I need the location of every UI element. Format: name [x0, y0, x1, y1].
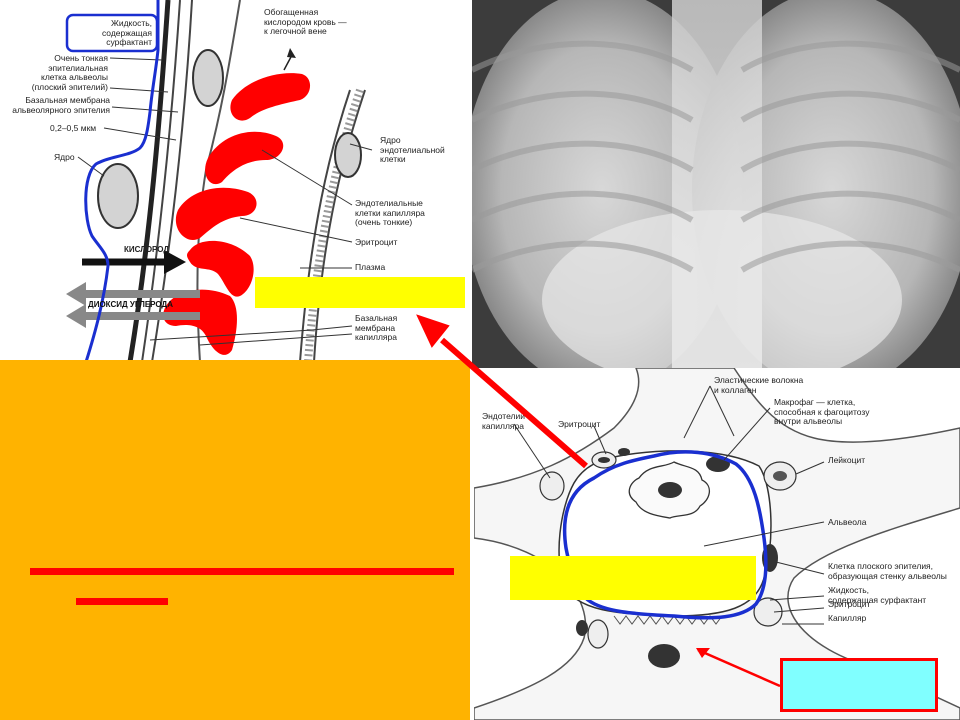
label-macrophage: Макрофаг — клетка, способная к фагоцитоз…: [774, 397, 870, 426]
label-leukocyte: Лейкоцит: [828, 455, 866, 465]
label-basal-membrane-epithelium: Базальная мембрана альвеолярного эпители…: [12, 95, 110, 115]
microvilli: [613, 615, 723, 625]
yellow-answer-box-top[interactable]: [255, 277, 465, 308]
capillary-wall-drawing: [65, 0, 373, 362]
label-basal-membrane-capillary: Базальная мембрана капилляра: [355, 313, 398, 342]
label-erythrocyte-bottom: Эритроцит: [828, 599, 871, 609]
erythrocyte-shape: [205, 131, 284, 185]
red-underline-long: [30, 568, 454, 575]
small-cell: [587, 619, 609, 649]
oxygen-arrow-head: [164, 250, 186, 274]
nucleus-ellipse: [97, 163, 139, 229]
label-plasma: Плазма: [355, 262, 386, 272]
label-nucleus: Ядро: [54, 152, 75, 162]
chest-xray-image: [472, 0, 960, 368]
erythrocyte-core: [598, 457, 610, 463]
label-oxygen: КИСЛОРОД: [124, 245, 170, 254]
nucleus-ellipse: [192, 49, 224, 107]
label-alveola: Альвеола: [828, 517, 867, 527]
endothelium-curve: [299, 89, 351, 362]
label-thickness: 0,2–0,5 мкм: [50, 123, 97, 133]
label-surfactant-fluid: Жидкость, содержащая сурфактант: [828, 585, 927, 605]
orange-text-panel: [0, 360, 470, 720]
co2-arrow-head: [66, 282, 86, 306]
label-thin-epithelial: Очень тонкая эпителиальная клетка альвео…: [31, 53, 108, 92]
label-erythrocyte: Эритроцит: [355, 237, 398, 247]
leader-lines: [513, 385, 825, 625]
leukocyte-nucleus: [773, 471, 787, 481]
leader-lines: [77, 57, 373, 346]
alveolus-drawing: [474, 368, 960, 720]
label-endothelium: Эндотелий капилляра: [482, 411, 526, 431]
label-erythrocyte-top: Эритроцит: [558, 419, 601, 429]
yellow-answer-box-bottom[interactable]: [510, 556, 756, 600]
alveolar-capillary-diagram: Жидкость, содержащая сурфактант Очень то…: [0, 0, 472, 362]
label-carbon-dioxide: ДИОКСИД УГЛЕРОДА: [88, 300, 173, 309]
label-elastic-fibers: Эластические волокна и коллаген: [714, 375, 804, 395]
red-pointer-head: [696, 648, 710, 658]
label-fluid: Жидкость, содержащая сурфактант: [101, 18, 152, 47]
blue-alveolus-outline: [562, 450, 768, 620]
fluid-label-box: [65, 13, 159, 53]
rib-lines: [472, 40, 960, 273]
erythrocyte-shape: [163, 289, 237, 355]
erythrocyte-shape: [175, 187, 257, 240]
small-cell-nucleus: [576, 620, 588, 636]
erythrocyte-shape: [230, 73, 311, 121]
endothelial-nucleus: [618, 448, 630, 456]
cyan-answer-box[interactable]: [780, 658, 938, 712]
blue-annotation-line: [84, 0, 160, 362]
plasma-hatching: [304, 88, 364, 362]
endothelial-nucleus-ellipse: [334, 132, 362, 178]
erythrocyte-cell: [539, 471, 565, 501]
label-endothelial-cells: Эндотелиальные клетки капилляра (очень т…: [355, 198, 425, 227]
red-pointer-line: [697, 648, 781, 688]
capillary-nucleus: [648, 644, 680, 668]
flow-arrow-line: [283, 54, 293, 71]
endothelium-curve: [313, 89, 366, 362]
flow-arrow-head: [287, 48, 296, 58]
label-capillary: Капилляр: [828, 613, 867, 623]
macrophage-nucleus: [658, 482, 682, 498]
xray-drawing: [472, 0, 960, 368]
alveolus-diagram: Эластические волокна и коллаген Макрофаг…: [474, 368, 960, 720]
erythrocyte-cell-bottom: [753, 597, 783, 627]
erythrocyte-shape: [187, 240, 254, 297]
label-squamous-cell: Клетка плоского эпителия, образующая сте…: [828, 561, 947, 581]
label-endothelial-nucleus: Ядро эндотелиальной клетки: [380, 135, 445, 164]
co2-arrow-head: [66, 304, 86, 328]
red-underline-short: [76, 598, 168, 605]
label-enriched-blood: Обогащенная кислородом кровь — к легочно…: [264, 7, 347, 36]
